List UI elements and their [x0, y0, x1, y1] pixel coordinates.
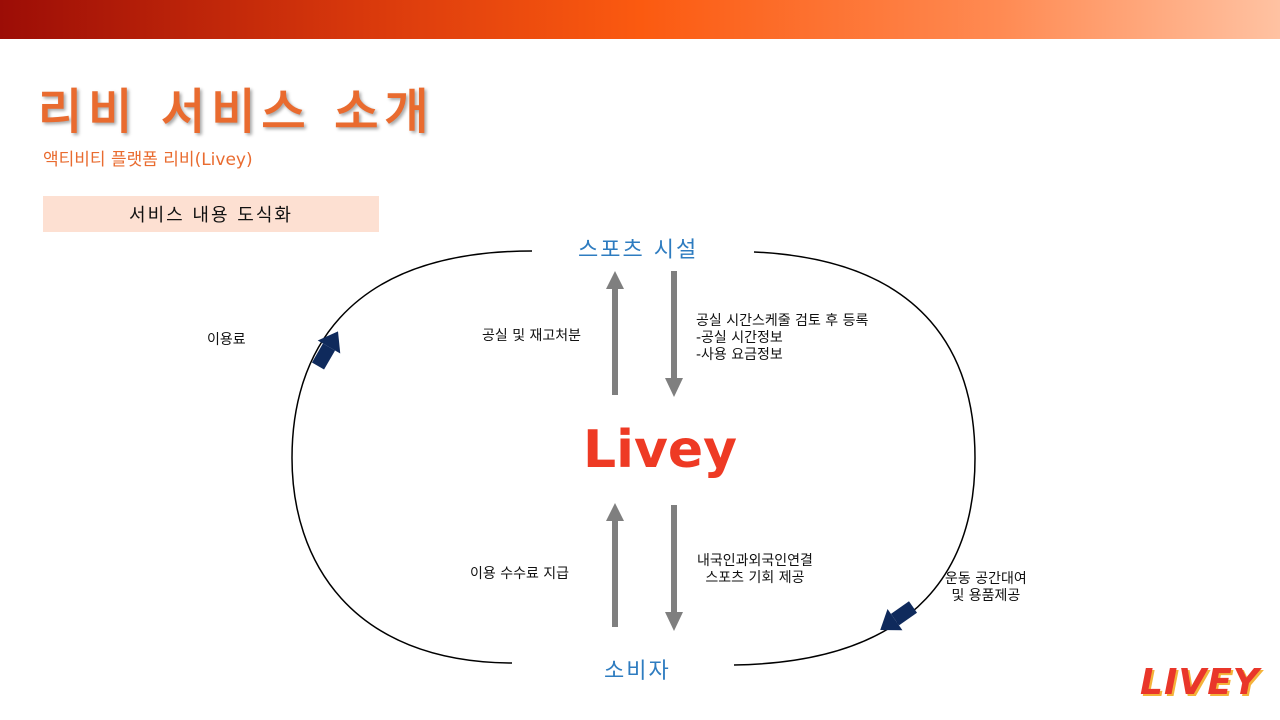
- cycle-arrow-left: [311, 331, 341, 370]
- label-commission-payment: 이용 수수료 지급: [470, 566, 570, 582]
- section-label: 서비스 내용 도식화: [43, 196, 379, 232]
- top-gradient-bar: [0, 0, 1280, 39]
- arrow-up-to-facility: [606, 271, 624, 395]
- arrow-down-to-consumer: [665, 505, 683, 631]
- slide-subtitle: 액티비티 플랫폼 리비(Livey): [43, 150, 253, 170]
- slide-title: 리비 서비스 소개: [38, 84, 435, 140]
- arrow-up-to-livey: [606, 503, 624, 627]
- livey-logo: LIVEY: [1140, 662, 1260, 703]
- center-livey: Livey: [583, 420, 738, 480]
- label-schedule-register: 공실 시간스케줄 검토 후 등록 -공실 시간정보 -사용 요금정보: [696, 313, 869, 363]
- node-sports-facility: 스포츠 시설: [578, 238, 699, 263]
- cycle-arrow-right: [880, 601, 918, 631]
- node-consumer: 소비자: [604, 659, 671, 684]
- label-usage-fee: 이용료: [207, 332, 246, 348]
- cycle-arc-right: [733, 251, 976, 666]
- arrow-down-to-livey: [665, 271, 683, 397]
- section-label-text: 서비스 내용 도식화: [129, 205, 293, 226]
- cycle-arc-left: [291, 250, 533, 664]
- label-connection-opportunity: 내국인과외국인연결 스포츠 기회 제공: [697, 553, 813, 586]
- label-space-rental: 운동 공간대여 및 용품제공: [945, 571, 1027, 604]
- label-vacancy-disposal: 공실 및 재고처분: [482, 328, 582, 344]
